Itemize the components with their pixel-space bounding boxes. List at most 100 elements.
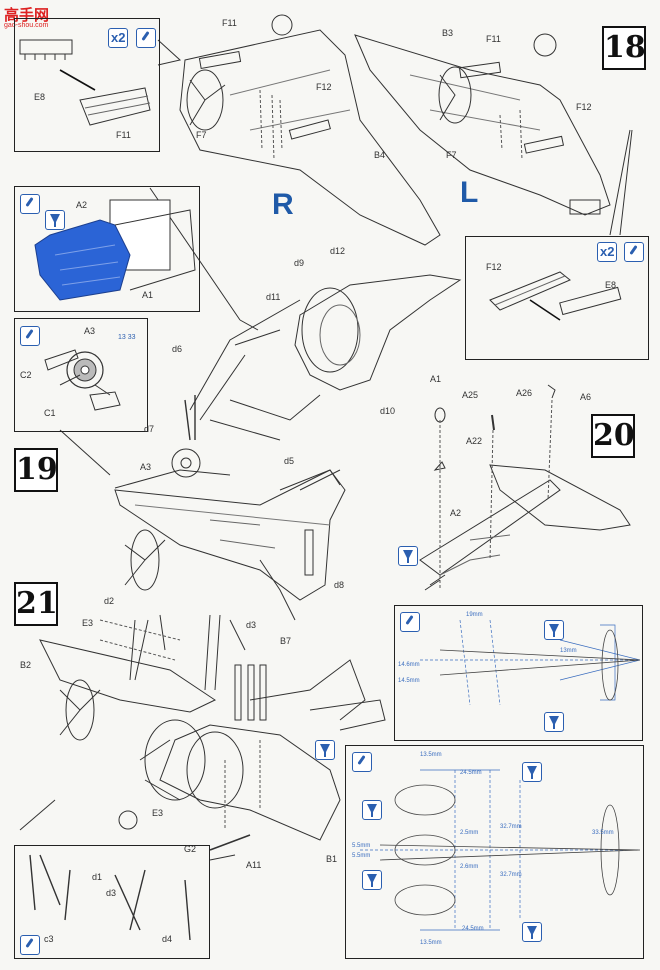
dimension-label: 13mm xyxy=(560,648,577,654)
part-label-a22: A22 xyxy=(466,436,483,446)
dimension-label: 2.6mm xyxy=(460,864,479,870)
part-label-e8: E8 xyxy=(34,92,46,102)
brush-icon xyxy=(136,28,156,48)
part-label-d9: d9 xyxy=(294,258,305,268)
part-label-c3: c3 xyxy=(44,934,54,944)
inset-box-step18-left xyxy=(14,18,160,152)
glue-icon xyxy=(45,210,65,230)
part-label-e3: E3 xyxy=(152,808,164,818)
wheel-right xyxy=(271,14,293,36)
glue-icon xyxy=(544,712,564,732)
wing-right-outline xyxy=(179,29,441,246)
dimension-label: 24.5mm xyxy=(462,926,484,932)
part-label-a3: A3 xyxy=(84,326,96,336)
dimension-label: 5.5mm xyxy=(352,843,371,849)
brush-icon xyxy=(624,242,644,262)
part-label-b2: B2 xyxy=(20,660,32,670)
part-label-b4: B4 xyxy=(374,150,386,160)
part-label-d3: d3 xyxy=(246,620,257,630)
prop-left xyxy=(438,66,472,124)
dimension-label: 24.5mm xyxy=(460,770,482,776)
part-label-d7: d7 xyxy=(144,424,155,434)
part-label-d5: d5 xyxy=(284,456,295,466)
part-label-d12: d12 xyxy=(330,246,346,256)
dimension-label: 14.5mm xyxy=(398,678,420,684)
brush-icon xyxy=(20,326,40,346)
aircraft-step21 xyxy=(159,724,341,841)
part-label-b1: B1 xyxy=(326,854,338,864)
part-label-a6: A6 xyxy=(580,392,592,402)
glue-icon xyxy=(315,740,335,760)
part-label-b3: B3 xyxy=(442,28,454,38)
part-label-d4: d4 xyxy=(162,934,173,944)
multiply-2-icon: x2 xyxy=(597,242,618,262)
part-label-f11: F11 xyxy=(116,130,131,140)
inset-box-step21-dims xyxy=(345,745,644,959)
glue-icon xyxy=(522,762,542,782)
glue-icon xyxy=(362,870,382,890)
wing-step21 xyxy=(39,639,217,713)
part-label-d6: d6 xyxy=(172,344,183,354)
part-label-f11: F11 xyxy=(486,34,501,44)
brush-icon xyxy=(20,935,40,955)
part-label-d11: d11 xyxy=(266,292,281,302)
dimension-label: 32.7mm xyxy=(500,824,522,830)
dimension-label: 14.6mm xyxy=(398,662,420,668)
part-label-f7: F7 xyxy=(196,130,207,140)
part-label-a2: A2 xyxy=(450,508,462,518)
prop-right xyxy=(186,69,224,131)
part-label-a3: A3 xyxy=(140,462,152,472)
brush-icon xyxy=(400,612,420,632)
glue-icon xyxy=(544,620,564,640)
part-label-a1: A1 xyxy=(142,290,154,300)
part-label-d8: d8 xyxy=(334,580,345,590)
tailwheel xyxy=(171,448,201,478)
inset-box-step19-wheel xyxy=(14,318,148,432)
part-label-a2: A2 xyxy=(76,200,88,210)
glue-icon xyxy=(398,546,418,566)
dimension-label: 32.7mm xyxy=(500,872,522,878)
glue-icon xyxy=(522,922,542,942)
dimension-label: 33.5mm xyxy=(592,830,614,836)
part-label-a1: A1 xyxy=(430,374,442,384)
inset-box-step20-dims xyxy=(394,605,643,741)
dimension-label: 5.5mm xyxy=(352,853,371,859)
dimension-label: 19mm xyxy=(466,612,483,618)
watermark-logo: 高手网 xyxy=(4,7,50,24)
part-label-f12: F12 xyxy=(576,102,592,112)
part-label-f7: F7 xyxy=(446,150,457,160)
step-number-19: 19 xyxy=(14,448,58,492)
multiply-2-icon: x2 xyxy=(108,28,129,48)
dimension-label: 13.5mm xyxy=(420,752,442,758)
brush-icon xyxy=(352,752,372,772)
step-number-18: 18 xyxy=(602,26,646,70)
inset-box-step21-struts xyxy=(14,845,210,959)
part-label-c1: C1 xyxy=(44,408,56,418)
wheel-left xyxy=(533,33,557,57)
nacelle-outline xyxy=(294,274,462,391)
brush-icon xyxy=(20,194,40,214)
part-label-f11: F11 xyxy=(222,18,237,28)
fuselage-step20 xyxy=(489,464,631,531)
step-number-21: 21 xyxy=(14,582,58,626)
part-label-a26: A26 xyxy=(516,388,533,398)
part-label-d2: d2 xyxy=(104,596,115,606)
dimension-label: 2.5mm xyxy=(460,830,479,836)
side-marker-right: R xyxy=(272,188,294,221)
part-label-d3: d3 xyxy=(106,888,117,898)
part-label-a25: A25 xyxy=(462,390,479,400)
part-label-a11: A11 xyxy=(246,860,262,870)
dimension-label: 13.5mm xyxy=(420,940,442,946)
part-label-f12: F12 xyxy=(486,262,502,272)
part-label-g2: G2 xyxy=(184,844,197,854)
inset-box-step18-right xyxy=(465,236,649,360)
paint-code: 13 33 xyxy=(118,334,136,341)
inset-box-step19-nose xyxy=(14,186,200,312)
glue-icon xyxy=(362,800,382,820)
part-label-d1: d1 xyxy=(92,872,103,882)
part-label-b7: B7 xyxy=(280,636,292,646)
part-label-f12: F12 xyxy=(316,82,332,92)
side-marker-left: L xyxy=(460,176,479,209)
